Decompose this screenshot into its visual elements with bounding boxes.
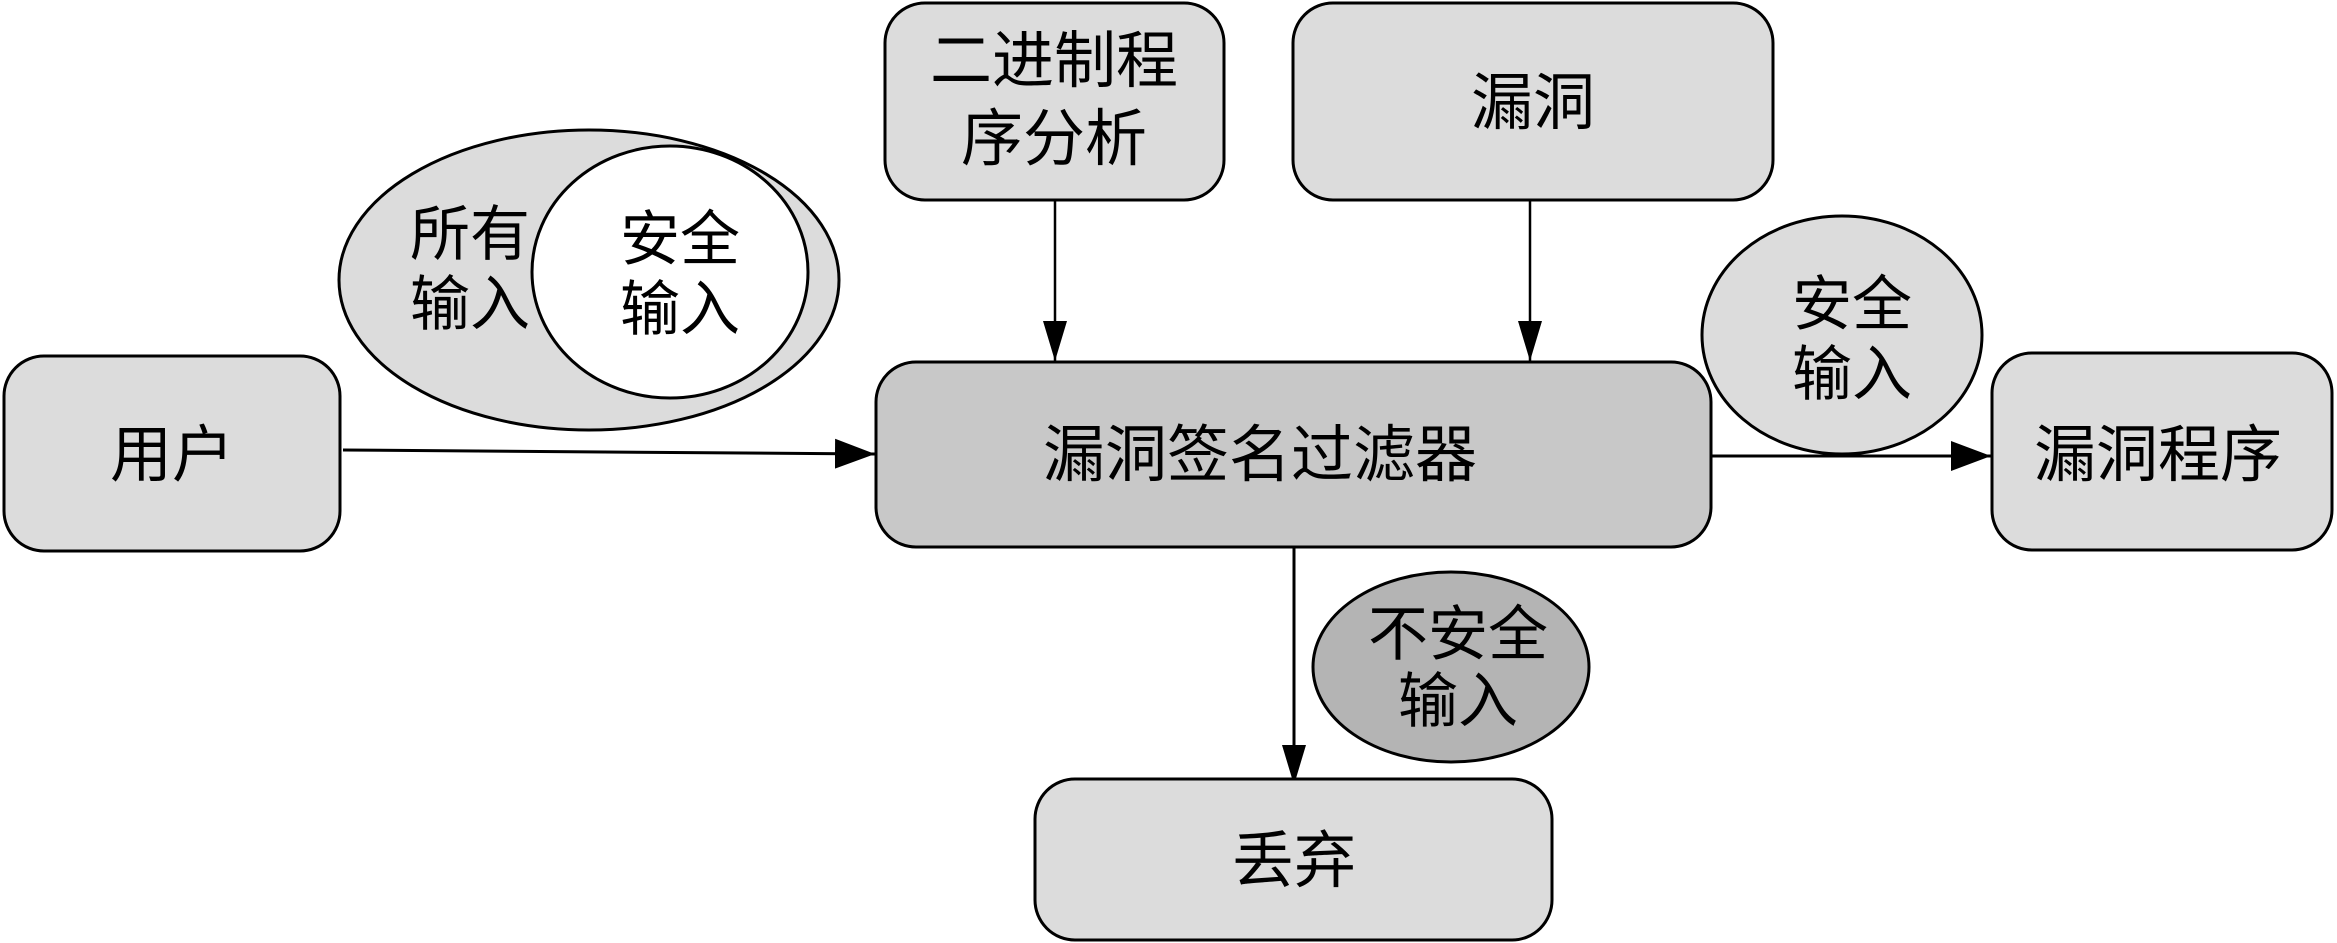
unsafe-inputs-ellipse [1311, 570, 1591, 764]
filter-box [874, 360, 1713, 549]
safe-inputs-line-2: 输入 [1792, 340, 1912, 410]
binary-analysis-line-2: 序分析 [961, 102, 1147, 175]
safe-inputs-inner-line-2: 输入 [620, 275, 740, 345]
all-inputs-annotation: 所有 输入 安全 输入 [337, 128, 841, 432]
user-box [2, 354, 342, 553]
edge-user-to-filter [342, 438, 876, 469]
vulnerable-program-node: 漏洞程序 [1990, 351, 2334, 552]
binary-analysis-line-1: 二进制程 [930, 24, 1178, 97]
discard-box [1033, 777, 1554, 942]
binary-analysis-box [883, 1, 1226, 202]
unsafe-inputs-annotation: 不安全 输入 [1311, 570, 1591, 764]
vulnerability-node: 漏洞 [1291, 1, 1775, 202]
all-inputs-line-1: 所有 [410, 200, 530, 270]
edges [342, 201, 1991, 785]
unsafe-inputs-line-2: 输入 [1398, 667, 1518, 737]
vulnerability-label: 漏洞 [1471, 66, 1595, 139]
safe-inputs-inner-ellipse [530, 144, 810, 400]
discard-label: 丢弃 [1232, 824, 1356, 897]
safe-inputs-ellipse [1700, 214, 1984, 456]
user-label: 用户 [110, 418, 234, 491]
filter-node: 漏洞签名过滤器 [874, 360, 1713, 549]
vulnerable-program-label: 漏洞程序 [2034, 418, 2282, 491]
filter-label: 漏洞签名过滤器 [1043, 418, 1477, 491]
all-inputs-line-2: 输入 [410, 270, 530, 340]
binary-analysis-node: 二进制程 序分析 [883, 1, 1226, 202]
safe-inputs-annotation: 安全 输入 [1700, 214, 1984, 456]
safe-inputs-line-1: 安全 [1792, 270, 1912, 340]
vulnerable-program-box [1990, 351, 2334, 552]
safe-inputs-inner-line-1: 安全 [620, 205, 740, 275]
unsafe-inputs-line-1: 不安全 [1368, 600, 1548, 670]
user-node: 用户 [2, 354, 342, 553]
discard-node: 丢弃 [1033, 777, 1554, 942]
vulnerability-box [1291, 1, 1775, 202]
